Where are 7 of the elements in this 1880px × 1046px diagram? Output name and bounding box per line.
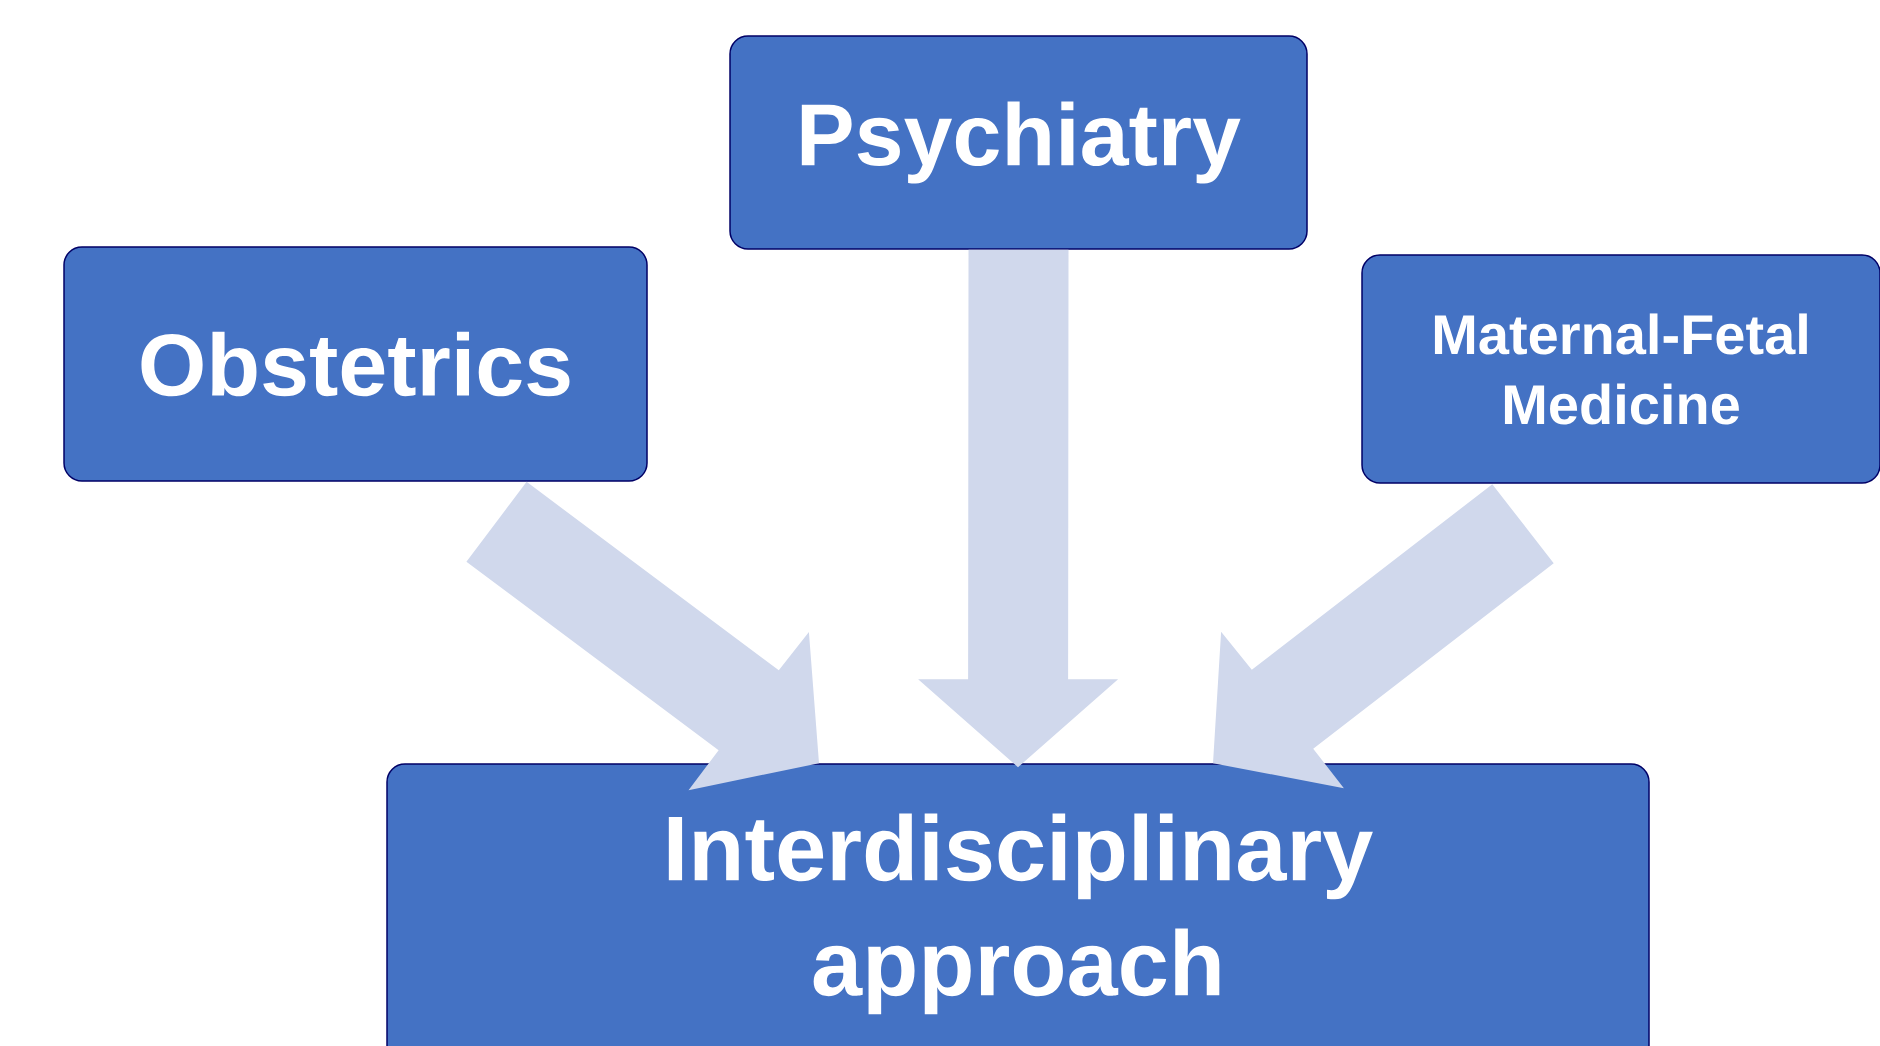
label-box: Interdisciplinary approach [386,763,1650,1046]
label-box: Maternal-Fetal Medicine [1361,254,1880,484]
block-arrow [1213,484,1554,789]
block-arrow [466,481,819,791]
label-box: Obstetrics [63,246,648,482]
block-arrow [918,249,1119,768]
label-box: Psychiatry [729,35,1308,250]
